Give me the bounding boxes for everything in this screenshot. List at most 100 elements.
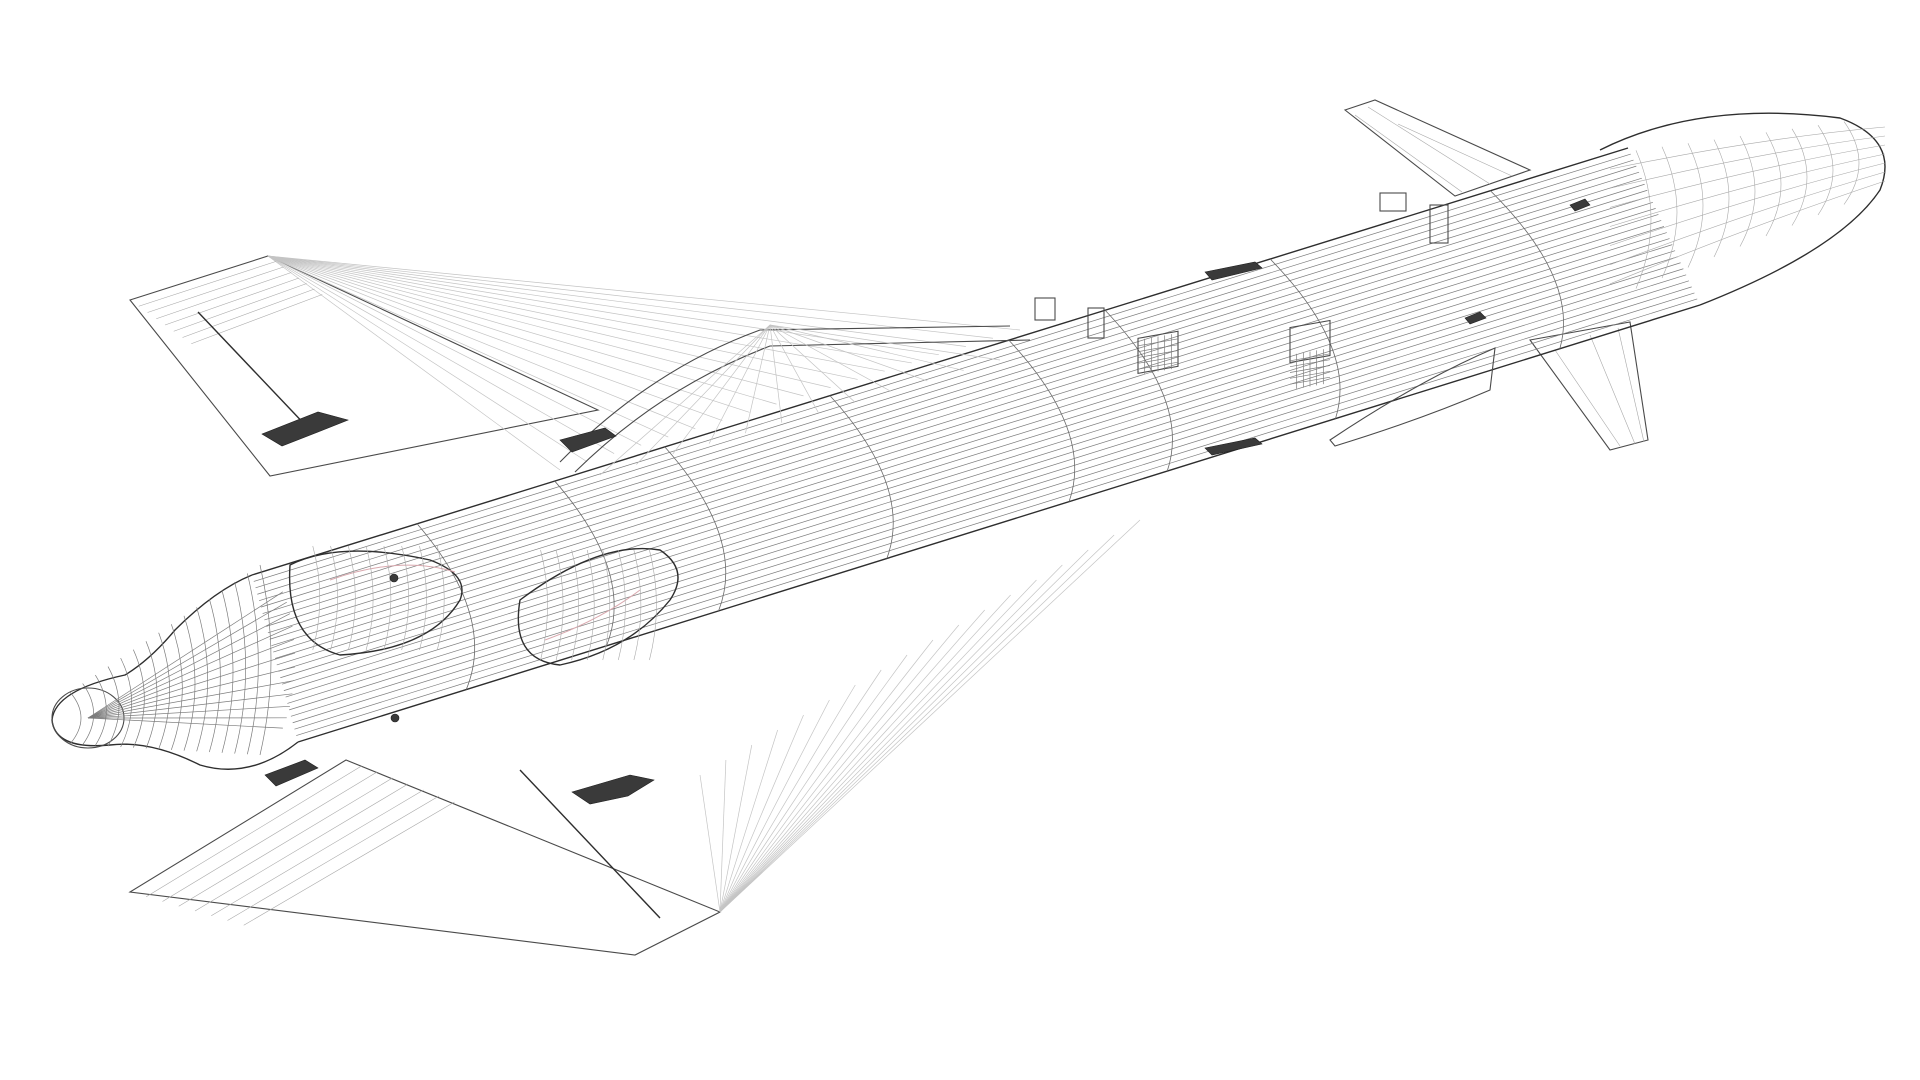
nose-grid-stringer (1609, 171, 1886, 266)
upper-left-wing (129, 255, 1021, 477)
dorsal-fairing-ray (769, 324, 819, 413)
dorsal-fairing-ray (769, 324, 1001, 361)
lower-intake-rib (602, 549, 611, 661)
upper-left-wing-rays (267, 255, 1021, 471)
lower-left-wing-ray (719, 639, 934, 913)
lower-left-wing-hatch-line (162, 771, 378, 902)
dorsal-fairing-ray (672, 324, 771, 455)
fuselage-frame (1104, 309, 1173, 472)
lower-left-wing-ray (719, 729, 778, 913)
lower-left-wing-hatch-line (194, 783, 409, 912)
dorsal-fairing-ray (769, 324, 855, 403)
fuselage-stringer (292, 286, 1692, 724)
exhaust-ring (69, 691, 82, 745)
exhaust-ring (259, 564, 272, 756)
exhaust-ring (145, 641, 158, 749)
lower-left-wing-ray (719, 534, 1115, 913)
upper-left-wing-ray (267, 255, 777, 405)
fuselage-stringer (273, 220, 1662, 653)
lower-left-wing-ray (719, 519, 1141, 913)
exhaust-ring (120, 657, 133, 748)
upper-left-wing-ray (267, 255, 939, 356)
exhaust-stringer (87, 680, 295, 719)
nose-grid-stringer (1609, 135, 1886, 189)
fuselage-stringer (281, 250, 1676, 685)
exhaust-ring (196, 607, 208, 752)
dorsal-fairing-ray (769, 324, 964, 371)
fuselage-frame (664, 446, 727, 612)
upper-left-wing-ray (267, 255, 966, 347)
fuselage-stringer (287, 268, 1684, 704)
side-actuators (264, 198, 1591, 787)
exhaust-ring (133, 649, 145, 748)
upper-intake (288, 545, 463, 656)
nose-grid-stringer (1609, 162, 1886, 246)
lower-right-fin (1529, 321, 1649, 451)
lower-left-wing-ray (719, 699, 830, 913)
lower-left-wing-ray (719, 549, 1089, 913)
hatch-top (1204, 261, 1263, 281)
lower-left-wing-rays (699, 519, 1141, 913)
upper-intake-rib (383, 545, 392, 651)
lower-left-wing-hatch-line (243, 801, 455, 926)
upper-intake-rib (330, 545, 338, 651)
upper-left-wing-ray (267, 255, 615, 454)
fuselage-stringer (296, 298, 1698, 736)
exhaust-stringer (87, 601, 287, 719)
upper-intake-rib (436, 545, 445, 651)
fuselage-frame (1490, 190, 1564, 349)
nose-grid-stringer (1609, 180, 1886, 285)
fuselage-stringer (285, 262, 1681, 698)
fuselage-frame (416, 523, 476, 690)
exhaust-ring (234, 581, 247, 754)
fuselage-stringer (264, 189, 1648, 621)
fuselage-stringer (260, 177, 1642, 608)
exhaust-stringer (87, 666, 295, 719)
lower-intake-rib (633, 549, 642, 661)
lower-left-wing-actuator (571, 774, 655, 805)
lower-left-wing-ray (719, 759, 727, 913)
exhaust-stringer (87, 717, 283, 729)
exhaust-stringer (87, 652, 295, 719)
nose-grid-ring (1635, 150, 1652, 289)
lower-left-wing-hatch (146, 765, 455, 926)
exhaust-stringer (87, 693, 293, 719)
fuselage-frame (554, 480, 615, 647)
fuselage-stringer (278, 238, 1670, 672)
fuselage-frame (829, 395, 894, 559)
lower-intake (517, 547, 679, 666)
lower-left-wing-ray (719, 684, 856, 913)
upper-right-fin (1343, 99, 1532, 197)
lower-left-wing-hatch-line (146, 765, 362, 898)
sensor-window-1-cell (1137, 361, 1179, 370)
fuselage-stringer (262, 183, 1645, 614)
upper-left-wing-hatch-line (182, 288, 315, 338)
exhaust-stringer (87, 705, 290, 719)
exhaust-ring (246, 573, 259, 755)
upper-intake-rib (348, 545, 356, 651)
fuselage-stringer (276, 232, 1667, 666)
fuselage-stringer (294, 292, 1695, 730)
upper-left-wing-hatch-line (156, 272, 292, 320)
upper-intake-rib (419, 545, 427, 651)
exhaust-ring (95, 674, 107, 746)
nose-grid-ring (1765, 132, 1782, 237)
lower-left-wing-ray (719, 609, 985, 913)
upper-left-wing-hatch (138, 261, 323, 345)
fuselage-stringer (283, 256, 1678, 691)
dorsal-fairing-ray (769, 324, 928, 382)
fuselage-stringer (269, 208, 1656, 640)
lower-left-wing-ray (719, 669, 882, 913)
upper-left-wing-hatch-line (138, 261, 276, 307)
fuselage-stringer (289, 274, 1687, 711)
exhaust-stringer (87, 613, 291, 719)
fuselage-stringer (266, 195, 1651, 627)
upper-left-wing-hatch-line (191, 294, 323, 345)
fuselage-stringer (271, 214, 1659, 646)
exhaust-ring (208, 598, 221, 753)
upper-left-wing-ray (267, 255, 885, 372)
lower-left-wing-ray (699, 774, 721, 913)
antenna-stubs (1034, 192, 1449, 339)
upper-left-wing-ray (267, 255, 642, 446)
